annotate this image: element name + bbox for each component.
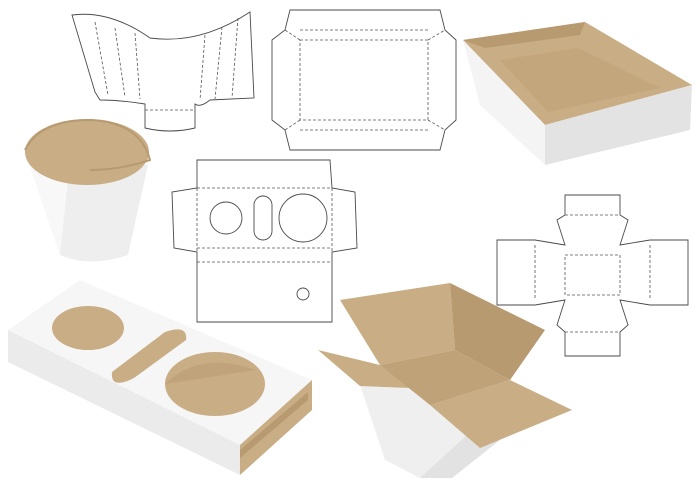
cup-holder-dieline [171, 159, 358, 323]
fry-cup-dieline [71, 11, 255, 132]
fry-cup-3d [24, 118, 152, 262]
tray-dieline [271, 9, 457, 151]
cross-box-dieline [496, 194, 689, 357]
open-box-3d [318, 283, 572, 478]
cup-holder-3d [8, 280, 312, 475]
tray-3d [463, 22, 692, 165]
